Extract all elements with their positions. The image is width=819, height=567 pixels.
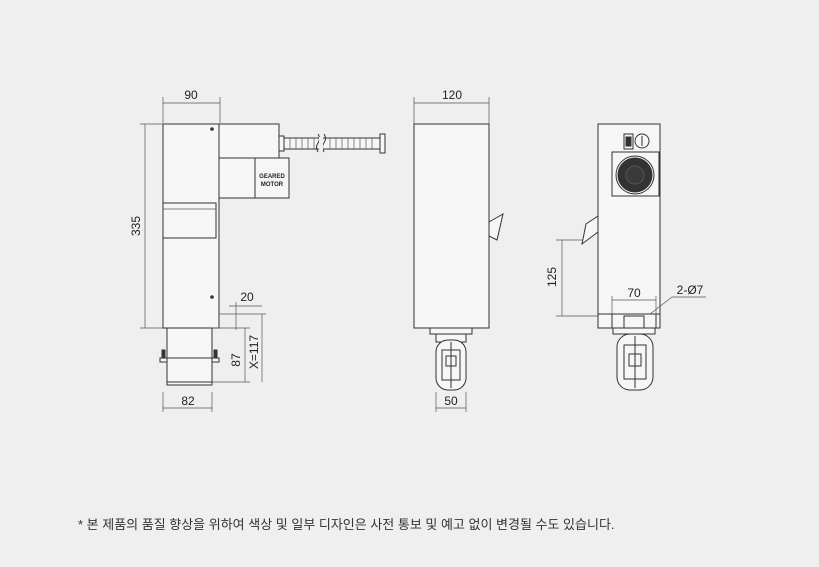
geared-motor-label-2: MOTOR — [261, 182, 284, 188]
geared-motor-label: GEARED — [259, 174, 285, 180]
front-main-body — [413, 123, 490, 329]
rear-view: 125 70 2-Ø7 — [545, 123, 706, 391]
base-width-dimension: 82 — [181, 394, 195, 408]
x-dimension: X=117 — [247, 335, 261, 369]
front-wheel-mount — [429, 327, 473, 335]
rear-height-dimension: 125 — [545, 267, 559, 287]
offset-dimension: 20 — [240, 290, 254, 304]
side-view: 90 335 — [129, 88, 386, 412]
hole-dimension: 2-Ø7 — [677, 283, 704, 297]
disclaimer-note: * 본 제품의 품질 향상을 위하여 색상 및 일부 디자인은 사전 통보 및 … — [78, 517, 615, 532]
side-width-dimension: 90 — [184, 88, 198, 102]
side-height-dimension: 335 — [129, 216, 143, 236]
wheel-width-dimension: 50 — [444, 394, 458, 408]
side-window — [162, 202, 217, 239]
side-wheel-bracket — [166, 327, 213, 383]
rear-wheel-mount — [612, 327, 656, 335]
front-view: 120 50 — [413, 88, 504, 412]
front-width-dimension: 120 — [442, 88, 462, 102]
motor-housing — [218, 123, 280, 159]
lead-screw — [283, 137, 385, 150]
bolt-spacing-dimension: 70 — [627, 286, 641, 300]
rail-height-dimension: 87 — [229, 353, 243, 367]
